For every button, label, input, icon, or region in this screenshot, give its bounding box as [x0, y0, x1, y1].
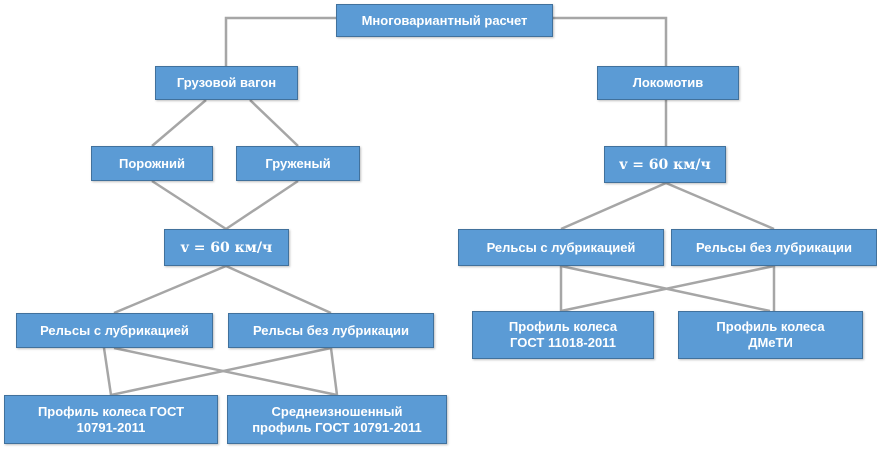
empty-wagon-label: Порожний [118, 155, 186, 171]
connector-rails-unlub-to-profile-worn [329, 347, 339, 396]
wagon-speed-label: v = 60 км/ч [180, 239, 273, 256]
connector-empty-to-speed [151, 179, 227, 231]
connector-rails-lub-to-profile-gost [102, 347, 113, 396]
root-label: Многовариантный расчет [361, 12, 528, 28]
freight-wagon-node: Грузовой вагон [155, 66, 298, 100]
locomotive-speed-node: v = 60 км/ч [604, 146, 726, 183]
connector-speed-to-rails-lub [113, 264, 227, 315]
loco-profile-dmeti-node: Профиль колеса ДМеТИ [678, 311, 863, 359]
loaded-wagon-label: Груженый [265, 155, 331, 171]
wagon-profile-gost-label: Профиль колеса ГОСТ 10791-2011 [37, 403, 185, 435]
connector-loco-rails-unlub-to-profile-gost [560, 264, 775, 313]
freight-wagon-label: Грузовой вагон [176, 75, 277, 90]
root-node: Многовариантный расчет [336, 4, 553, 37]
loco-rails-unlubricated-node: Рельсы без лубрикации [671, 229, 877, 266]
loco-profile-gost-node: Профиль колеса ГОСТ 11018-2011 [472, 311, 654, 359]
wagon-rails-lubricated-node: Рельсы с лубрикацией [16, 313, 213, 348]
loco-rails-lubricated-label: Рельсы с лубрикацией [486, 239, 636, 255]
loco-profile-dmeti-label: Профиль колеса ДМеТИ [716, 319, 825, 350]
connector-wagon-to-loaded [249, 99, 299, 147]
connector-wagon-to-empty [151, 99, 207, 147]
connector-root-to-wagon [224, 16, 336, 66]
connector-rails-unlub-to-profile-gost [110, 346, 332, 397]
wagon-rails-lubricated-label: Рельсы с лубрикацией [40, 322, 189, 338]
locomotive-speed-label: v = 60 км/ч [619, 156, 711, 173]
connector-loco-speed-to-rails-unlub [665, 181, 775, 231]
connector-loco-speed-to-rails-lub [560, 181, 667, 231]
wagon-profile-gost-node: Профиль колеса ГОСТ 10791-2011 [4, 395, 218, 444]
wagon-profile-worn-label: Среднеизношенный профиль ГОСТ 10791-2011 [252, 403, 422, 435]
locomotive-label: Локомотив [632, 75, 704, 90]
wagon-profile-worn-node: Среднеизношенный профиль ГОСТ 10791-2011 [227, 395, 447, 444]
connector-loaded-to-speed [225, 179, 299, 231]
loco-rails-lubricated-node: Рельсы с лубрикацией [458, 229, 664, 266]
locomotive-node: Локомотив [597, 66, 739, 100]
empty-wagon-node: Порожний [91, 146, 213, 181]
loaded-wagon-node: Груженый [236, 146, 360, 181]
connector-speed-to-rails-unlub [225, 264, 332, 315]
wagon-rails-unlubricated-node: Рельсы без лубрикации [228, 313, 434, 348]
loco-rails-unlubricated-label: Рельсы без лубрикации [695, 239, 853, 255]
wagon-rails-unlubricated-label: Рельсы без лубрикации [252, 322, 410, 338]
loco-profile-gost-label: Профиль колеса ГОСТ 11018-2011 [508, 319, 618, 350]
connector-root-to-locomotive [553, 16, 668, 66]
wagon-speed-node: v = 60 км/ч [164, 229, 289, 266]
